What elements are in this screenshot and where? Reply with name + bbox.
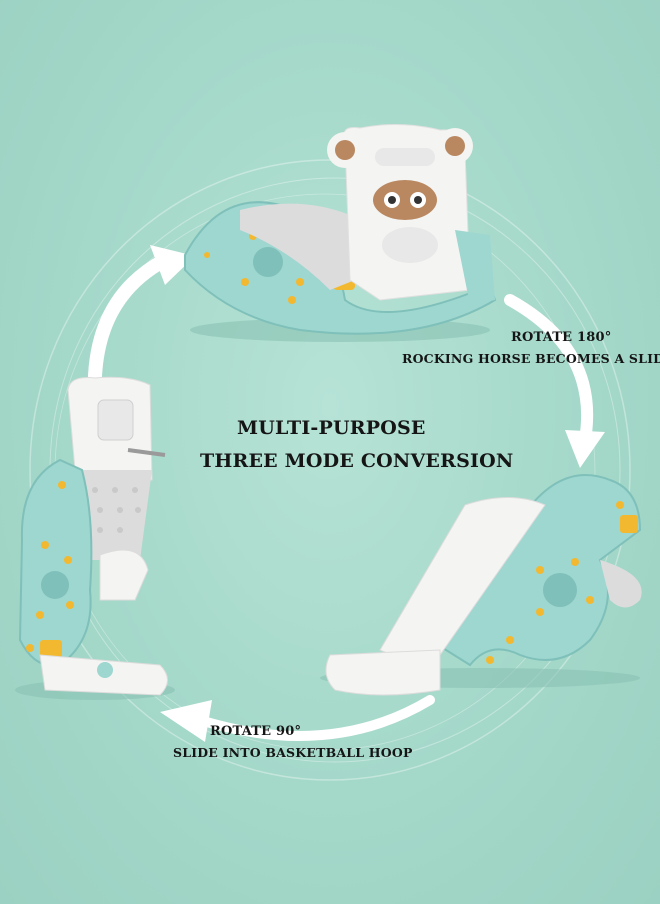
caption-slide-to-hoop: SLIDE INTO BASKETBALL HOOP xyxy=(173,745,413,760)
caption-rotate-90: ROTATE 90° xyxy=(210,724,302,739)
rotation-arrows xyxy=(87,245,605,742)
arrow-head-bottom xyxy=(160,700,212,742)
swirl-rings xyxy=(29,159,631,781)
headline-line-2: THREE MODE CONVERSION xyxy=(200,450,514,472)
rocking-horse-toy xyxy=(184,123,497,342)
arrow-head-right xyxy=(565,430,605,468)
arrow-head-top-left xyxy=(150,245,195,285)
arrow-right-arc xyxy=(504,294,594,446)
caption-rocking-to-slide: ROCKING HORSE BECOMES A SLIDE xyxy=(402,351,660,366)
slide-toy xyxy=(320,474,642,696)
headline-line-1: MULTI-PURPOSE xyxy=(237,417,426,439)
arrow-left-arc xyxy=(87,253,172,407)
arrow-bottom-arc xyxy=(195,695,435,741)
caption-rotate-180: ROTATE 180° xyxy=(511,330,612,345)
basketball-hoop-toy xyxy=(15,376,175,700)
